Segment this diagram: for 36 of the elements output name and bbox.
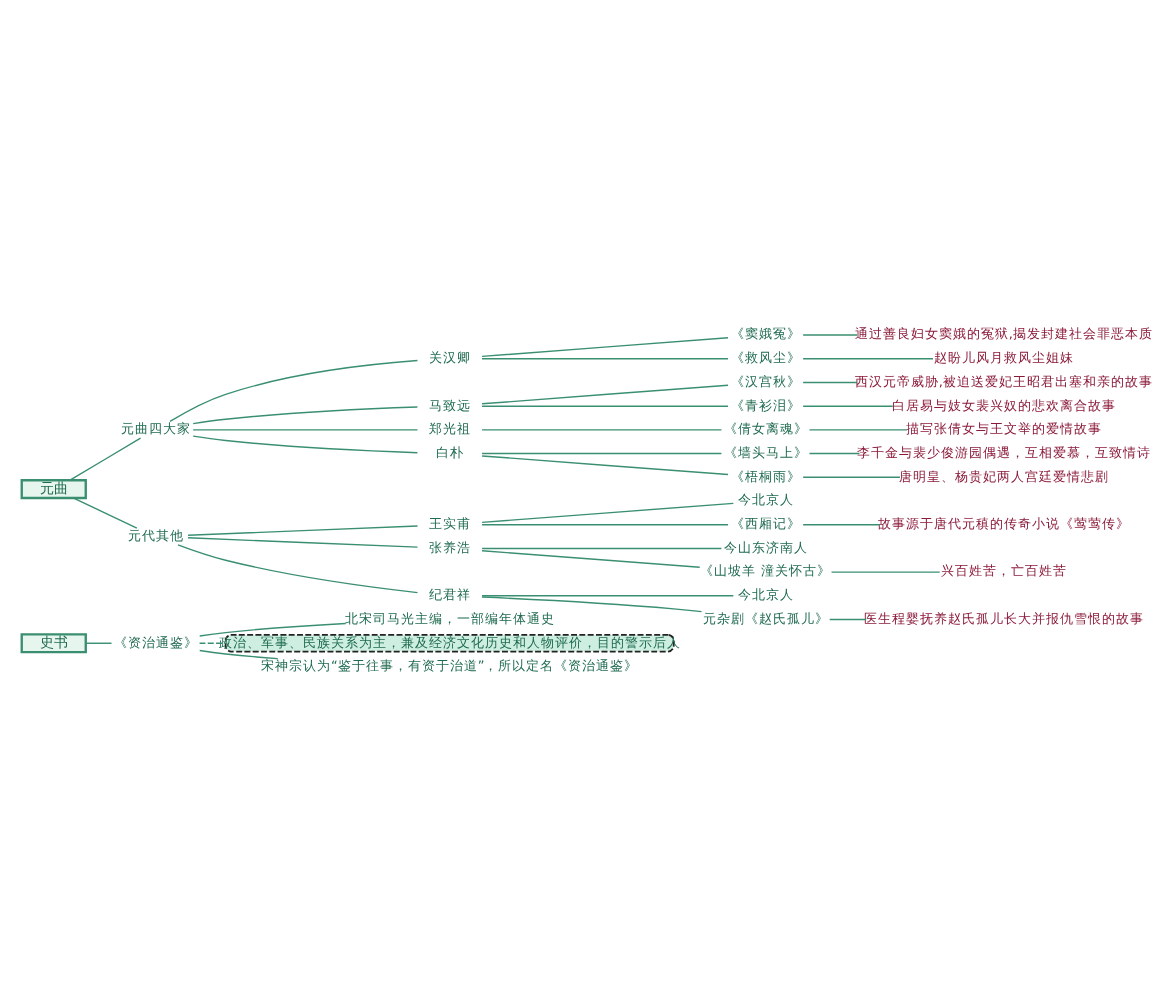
connector [177,543,419,593]
connector [481,546,723,549]
connector [481,383,729,404]
connector [198,641,227,643]
connector [481,454,729,475]
connector [481,594,735,596]
connector [187,524,419,535]
connector [481,336,729,357]
connector [192,428,419,430]
connector [72,496,138,528]
connector [481,357,729,359]
connector [187,536,419,547]
connector [802,475,901,477]
connector [69,436,142,480]
connector [199,621,347,636]
connector [802,333,858,335]
connector [802,523,881,525]
connector [802,404,894,406]
connector [481,428,723,430]
connector [481,523,729,525]
connector [481,549,701,567]
connector [85,641,113,643]
connector [481,501,735,523]
connector [808,428,908,430]
connector [829,617,867,620]
connector [808,451,861,454]
connector [192,405,419,424]
connector [802,357,934,359]
connector [199,648,279,659]
connector [481,595,703,612]
connector [192,434,419,453]
connector [169,358,419,422]
connector [830,570,941,572]
connector [481,404,729,406]
connector [802,380,858,383]
connector [481,451,723,454]
